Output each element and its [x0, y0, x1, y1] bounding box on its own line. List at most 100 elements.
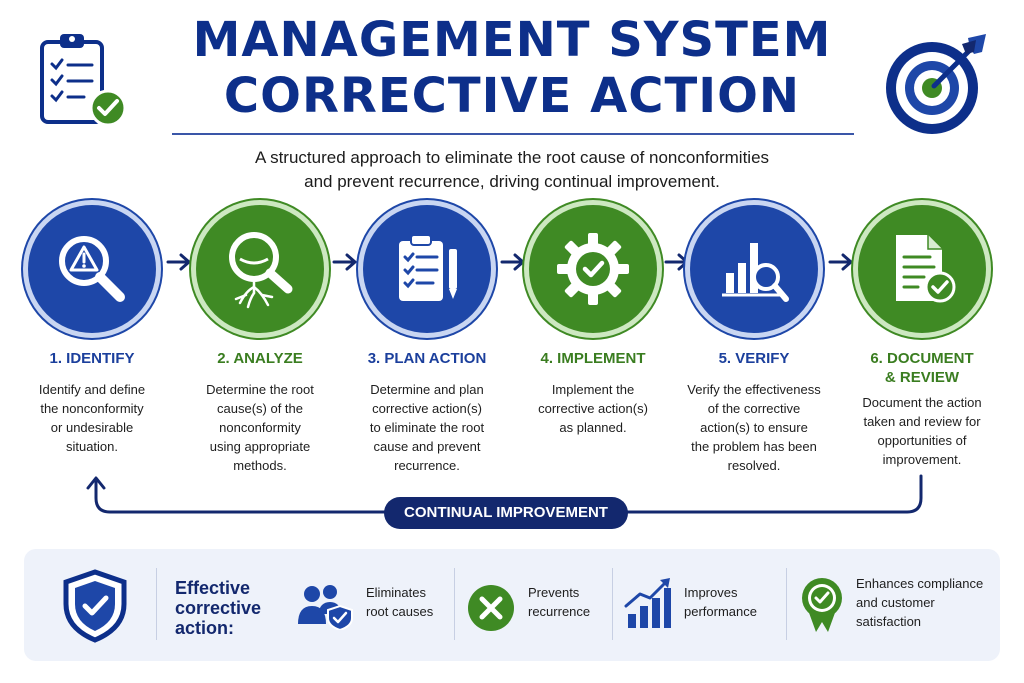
- step-circle: [529, 205, 657, 333]
- desc-line: to eliminate the root: [369, 420, 485, 435]
- benefit-line: Prevents: [528, 585, 580, 600]
- chart-magnifier-icon: [722, 243, 789, 302]
- benefit-eliminates-root-causes: Eliminates root causes: [366, 572, 433, 632]
- title-line-1: MANAGEMENT SYSTEM: [192, 12, 832, 68]
- desc-line: methods.: [233, 458, 287, 473]
- arrow-right-icon: [500, 253, 525, 271]
- page-title: MANAGEMENT SYSTEM CORRECTIVE ACTION: [0, 14, 1024, 122]
- step-label: 3. PLAN ACTION: [367, 350, 487, 367]
- arrow-right-icon: [828, 253, 853, 271]
- subtitle-line-1: A structured approach to eliminate the r…: [254, 148, 770, 167]
- desc-line: resolved.: [727, 458, 781, 473]
- panel-divider: [454, 568, 455, 640]
- desc-line: taken and review for: [863, 414, 981, 429]
- label-line: 6. DOCUMENT: [870, 350, 974, 367]
- benefit-line: Improves: [684, 585, 738, 600]
- desc-line: cause and prevent: [373, 439, 481, 454]
- magnifier-warning-icon: [59, 236, 125, 302]
- arrow-right-icon: [664, 253, 689, 271]
- step-label: 2. ANALYZE: [217, 350, 303, 367]
- step-plan-action: 3. PLAN ACTION Determine and plan correc…: [352, 205, 502, 475]
- subtitle-line-2: and prevent recurrence, driving continua…: [304, 172, 720, 191]
- benefit-line: Enhances compliance: [856, 575, 984, 591]
- shield-check-icon: [63, 569, 127, 643]
- desc-line: corrective action(s): [538, 401, 648, 416]
- step-verify: 5. VERIFY Verify the effectiveness of th…: [679, 205, 829, 475]
- heading-line: Effective: [175, 578, 251, 598]
- target-arrow-icon: [886, 34, 986, 134]
- benefit-line: root causes: [366, 604, 434, 619]
- step-description: Document the action taken and review for…: [847, 393, 997, 469]
- step-description: Identify and define the nonconformity or…: [17, 380, 167, 456]
- arrow-right-icon: [166, 253, 191, 271]
- desc-line: recurrence.: [394, 458, 460, 473]
- bar-chart-up-icon: [624, 578, 671, 628]
- desc-line: corrective action(s): [372, 401, 482, 416]
- desc-line: Identify and define: [38, 382, 146, 397]
- magnifier-roots-icon: [229, 232, 293, 309]
- step-analyze: 2. ANALYZE Determine the root cause(s) o…: [185, 205, 335, 475]
- clipboard-pen-icon: [399, 234, 457, 301]
- desc-line: or undesirable: [50, 420, 134, 435]
- desc-line: improvement.: [882, 452, 962, 467]
- label-line: & REVIEW: [884, 369, 960, 386]
- step-circle: [690, 205, 818, 333]
- title-divider: [172, 133, 854, 135]
- step-label: 6. DOCUMENT & REVIEW: [847, 349, 997, 387]
- continual-improvement-label: CONTINUAL IMPROVEMENT: [384, 497, 628, 529]
- desc-line: as planned.: [559, 420, 627, 435]
- step-label: 5. VERIFY: [718, 350, 790, 367]
- step-label: 1. IDENTIFY: [49, 350, 135, 367]
- benefit-line: performance: [684, 604, 757, 619]
- award-badge-icon: [802, 578, 842, 632]
- heading-line: corrective: [175, 598, 262, 618]
- step-circle: [196, 205, 324, 333]
- step-description: Determine the root cause(s) of the nonco…: [185, 380, 335, 475]
- desc-line: the problem has been: [691, 439, 817, 454]
- benefit-prevents-recurrence: Prevents recurrence: [528, 572, 590, 632]
- desc-line: Determine and plan: [370, 382, 484, 397]
- step-circle: [28, 205, 156, 333]
- desc-line: Implement the: [551, 382, 635, 397]
- title-line-2: CORRECTIVE ACTION: [223, 68, 801, 124]
- users-shield-icon: [298, 585, 353, 630]
- heading-line: action:: [175, 618, 235, 638]
- step-description: Implement the corrective action(s) as pl…: [518, 380, 668, 437]
- effective-action-heading: Effective corrective action:: [175, 578, 285, 638]
- step-circle: [858, 205, 986, 333]
- benefit-line: Eliminates: [366, 585, 426, 600]
- benefit-line: and customer: [856, 594, 935, 610]
- panel-divider: [612, 568, 613, 640]
- step-description: Determine and plan corrective action(s) …: [352, 380, 502, 475]
- step-description: Verify the effectiveness of the correcti…: [679, 380, 829, 475]
- benefit-line: satisfaction: [856, 613, 922, 629]
- desc-line: Determine the root: [206, 382, 314, 397]
- benefit-improves-performance: Improves performance: [684, 572, 757, 632]
- benefit-line: recurrence: [528, 604, 591, 619]
- desc-line: of the corrective: [707, 401, 801, 416]
- desc-line: cause(s) of the: [217, 401, 303, 416]
- gear-check-icon: [557, 233, 629, 305]
- benefit-enhances-compliance: Enhances compliance and customer satisfa…: [856, 572, 983, 632]
- step-document-review: 6. DOCUMENT & REVIEW Document the action…: [847, 205, 997, 469]
- desc-line: Document the action: [862, 395, 982, 410]
- step-label: 4. IMPLEMENT: [540, 350, 646, 367]
- step-implement: 4. IMPLEMENT Implement the corrective ac…: [518, 205, 668, 437]
- desc-line: action(s) to ensure: [700, 420, 808, 435]
- x-circle-icon: [468, 585, 514, 631]
- page-subtitle: A structured approach to eliminate the r…: [0, 146, 1024, 194]
- clipboard-checklist-icon: [40, 34, 127, 127]
- desc-line: Verify the effectiveness: [687, 382, 821, 397]
- desc-line: the nonconformity: [40, 401, 144, 416]
- desc-line: nonconformity: [219, 420, 301, 435]
- panel-divider: [156, 568, 157, 640]
- step-circle: [363, 205, 491, 333]
- step-identify: 1. IDENTIFY Identify and define the nonc…: [17, 205, 167, 456]
- desc-line: using appropriate: [209, 439, 311, 454]
- desc-line: situation.: [65, 439, 119, 454]
- desc-line: opportunities of: [877, 433, 967, 448]
- document-check-icon: [896, 235, 956, 303]
- arrow-right-icon: [332, 253, 357, 271]
- panel-divider: [786, 568, 787, 640]
